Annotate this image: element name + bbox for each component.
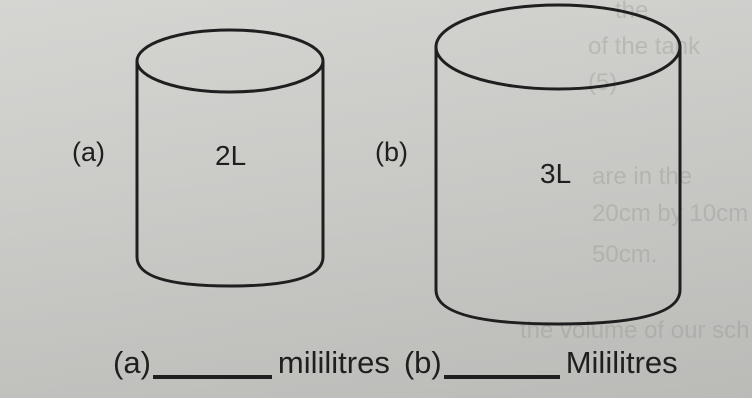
svg-text:(5): (5) <box>588 69 617 96</box>
answer-b-prefix: (b) <box>403 345 442 380</box>
cylinder-b-volume-label: 3L <box>540 158 571 189</box>
svg-text:20cm by 10cm: 20cm by 10cm <box>592 200 748 227</box>
answer-b-blank <box>443 375 560 379</box>
answer-a-blank <box>152 375 272 379</box>
bleed-through-text: the of the tank (5) are in the 20cm by 1… <box>520 0 749 344</box>
svg-text:50cm.: 50cm. <box>592 241 657 268</box>
answer-line: (a) mililitres (b) Mililitres <box>113 343 678 383</box>
svg-text:of the tank: of the tank <box>588 33 701 60</box>
cylinder-a-letter: (a) <box>72 137 105 167</box>
cylinder-b <box>434 3 682 326</box>
cylinder-a-volume-label: 2L <box>215 140 246 171</box>
answer-b-unit: Mililitres <box>565 345 678 380</box>
svg-text:are in the: are in the <box>592 163 692 190</box>
svg-text:the volume of our sch: the volume of our sch <box>520 317 749 344</box>
cylinder-a <box>135 28 325 288</box>
answer-a-prefix: (a) <box>113 345 151 380</box>
cylinder-b-letter: (b) <box>375 137 408 167</box>
answer-a-unit: mililitres <box>277 345 390 380</box>
